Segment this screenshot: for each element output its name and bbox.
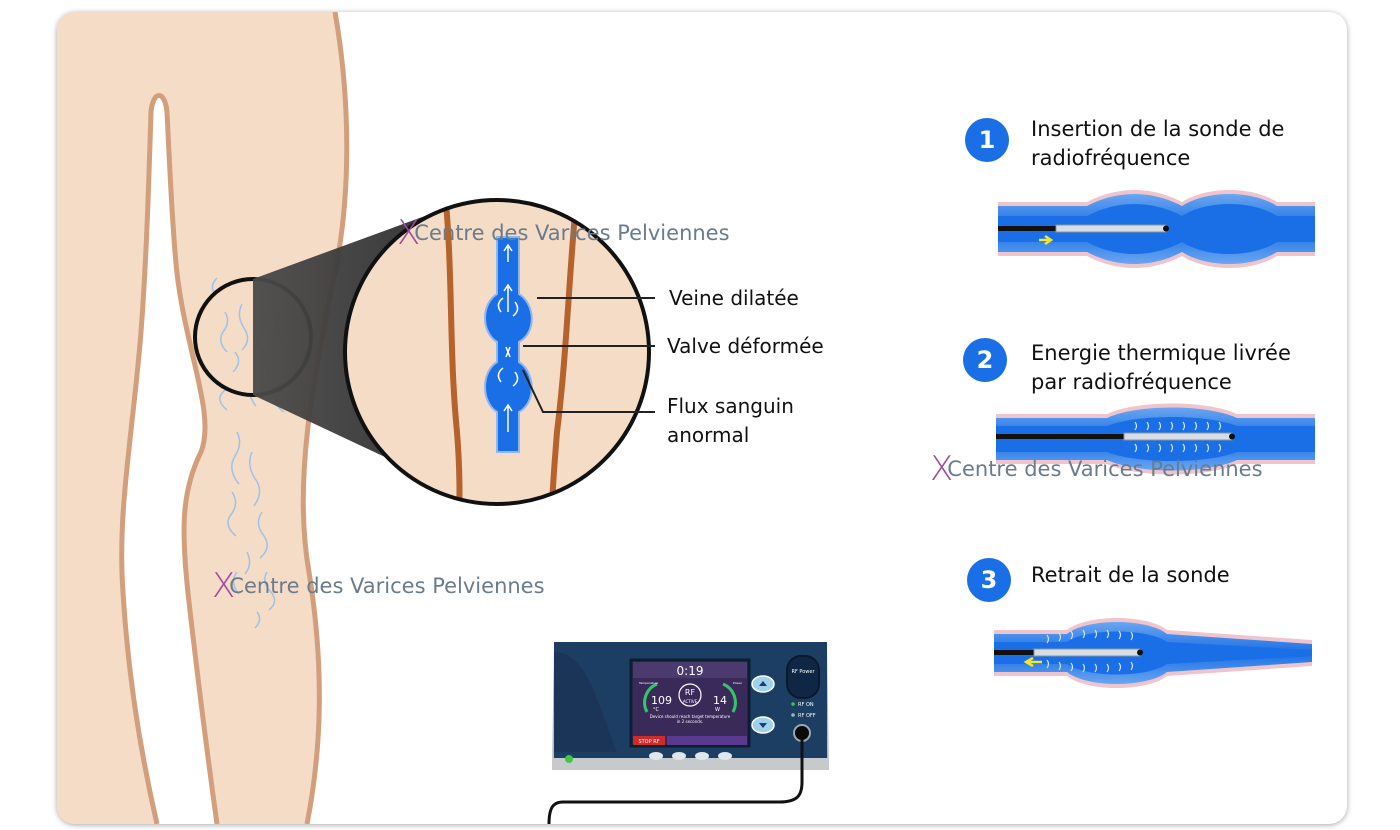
- stop-rf-button[interactable]: [633, 736, 665, 745]
- step3-vein: [994, 618, 1312, 688]
- step-2-badge: 2: [963, 338, 1007, 382]
- probe-connector: [793, 724, 811, 742]
- rf-generator: 0:19 RF ACTIVE Temperature Power 109 °C …: [547, 642, 829, 824]
- watermark-x-mark: X: [397, 213, 421, 253]
- screen-temp-label: Temperature: [638, 681, 658, 685]
- screen-temperature: 109: [651, 694, 672, 707]
- probe-cable: [547, 740, 804, 824]
- dilated-vein: [484, 236, 533, 453]
- screen-timer: 0:19: [677, 664, 704, 678]
- callout-dilated-vein: Veine dilatée: [669, 286, 799, 310]
- stop-rf-label: STOP RF: [638, 739, 659, 745]
- step-3-text: Retrait de la sonde: [1031, 563, 1230, 587]
- screen-rf-label: RF: [685, 688, 696, 697]
- leg-outline-inner: [119, 93, 220, 824]
- screen-temp-unit: °C: [653, 707, 660, 713]
- rf-power-button[interactable]: [786, 655, 820, 699]
- rf-ablation-diagram: 0:19 RF ACTIVE Temperature Power 109 °C …: [57, 12, 1315, 824]
- screen-power-label: Power: [733, 681, 743, 685]
- illustration-card: 0:19 RF ACTIVE Temperature Power 109 °C …: [57, 12, 1347, 824]
- step-1-badge: 1: [965, 118, 1009, 162]
- screen-message-2: in 2 seconds.: [677, 719, 703, 724]
- chevron-down-icon: [759, 723, 767, 728]
- step2-vein: [996, 403, 1315, 475]
- power-led: [565, 755, 573, 763]
- screen-power-unit: W: [715, 707, 720, 713]
- callout-abnormal-flow: Flux sanguin anormal: [667, 394, 794, 447]
- leg-outline-right: [300, 12, 350, 824]
- magnified-view: [343, 198, 651, 506]
- callout-lines: [522, 297, 655, 413]
- callout-deformed-valve: Valve déformée: [667, 334, 824, 358]
- rf-power-label: RF Power: [791, 669, 815, 675]
- chevron-up-icon: [759, 681, 767, 686]
- device-button-4[interactable]: [718, 752, 732, 760]
- screen-power: 14: [713, 694, 727, 707]
- step-3-badge: 3: [967, 558, 1011, 602]
- rf-off-label: RF OFF: [798, 713, 816, 719]
- device-button-2[interactable]: [672, 752, 686, 760]
- rf-on-label: RF ON: [798, 702, 814, 708]
- leg-skin: [57, 12, 347, 824]
- step-2-text: Energie thermique livrée par radiofréque…: [1031, 341, 1291, 394]
- step1-vein: [998, 190, 1315, 268]
- step-1-text: Insertion de la sonde de radiofréquence: [1031, 117, 1285, 170]
- screen-rf-status: ACTIVE: [683, 699, 698, 704]
- watermark-x-mark: X: [930, 449, 954, 489]
- screen-message-1: Device should reach target temperature: [650, 714, 731, 719]
- watermark-x-mark: X: [212, 566, 236, 606]
- device-button-1[interactable]: [649, 752, 663, 760]
- device-button-3[interactable]: [695, 752, 709, 760]
